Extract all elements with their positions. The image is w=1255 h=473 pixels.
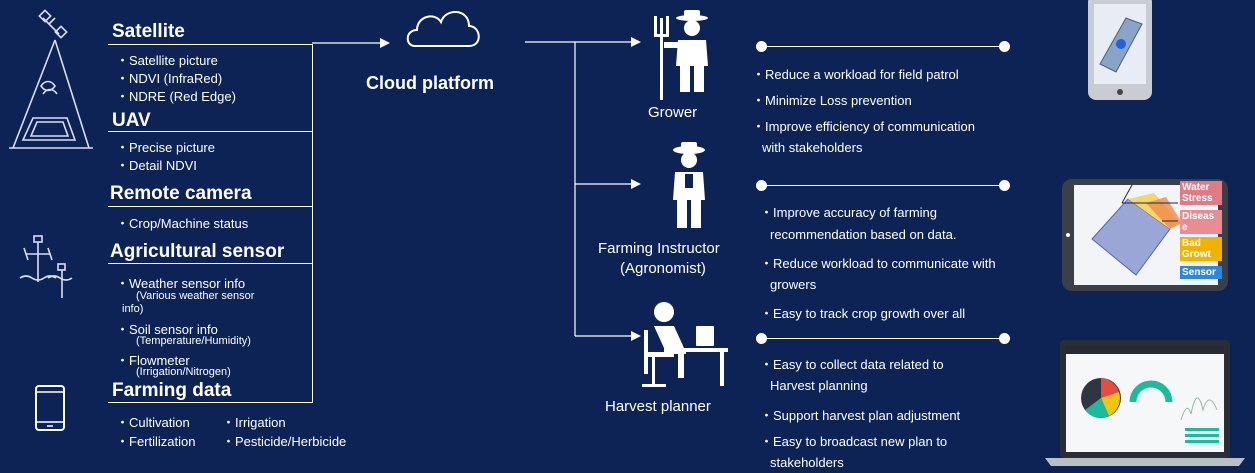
instructor-dot-start — [756, 180, 767, 191]
remote-camera-underline — [108, 206, 313, 207]
grower-bullet: ・Reduce a workload for field patrol — [752, 67, 959, 82]
sensor-badge: Sensor — [1180, 266, 1222, 279]
grower-divider — [762, 46, 1005, 47]
agri-sensor-heading: Agricultural sensor — [110, 241, 285, 262]
farming-data-heading: Farming data — [112, 380, 232, 401]
farming-data-item: ・Irrigation — [222, 415, 286, 430]
planner-divider — [762, 338, 1005, 339]
uav-heading: UAV — [112, 110, 151, 131]
disease-badge: Diseas e — [1180, 210, 1222, 234]
collector-line — [312, 44, 313, 403]
uav-item: ・Precise picture — [116, 140, 215, 155]
cloud-platform-label: Cloud platform — [366, 73, 494, 93]
uav-underline — [108, 131, 313, 132]
water-stress-badge: Water Stress — [1180, 181, 1222, 205]
grower-bullet: ・Minimize Loss prevention — [752, 93, 912, 108]
planner-bullet: Harvest planning — [770, 378, 868, 393]
satellite-item: ・Satellite picture — [116, 53, 218, 68]
instructor-divider — [762, 185, 1005, 186]
planner-bullet: ・Easy to broadcast new plan to — [760, 434, 948, 449]
instructor-bullet: growers — [770, 277, 817, 292]
instructor-sublabel: (Agronomist) — [620, 260, 706, 277]
farming-data-underline — [108, 402, 313, 403]
planner-label: Harvest planner — [605, 398, 711, 415]
planner-dot-end — [999, 333, 1010, 344]
farming-data-item: ・Pesticide/Herbicide — [222, 434, 347, 449]
remote-camera-item: ・Crop/Machine status — [116, 216, 249, 231]
agri-sensor-item: ・Weather sensor info — [116, 276, 246, 291]
satellite-item: ・NDVI (InfraRed) — [116, 71, 223, 86]
grower-dot-end — [999, 41, 1010, 52]
remote-camera-heading: Remote camera — [110, 183, 252, 204]
instructor-dot-end — [999, 180, 1010, 191]
grower-bullet: ・Improve efficiency of communication — [752, 119, 976, 134]
farming-data-item: ・Fertilization — [116, 434, 196, 449]
agri-sensor-subitem: (Various weather sensor — [136, 290, 255, 302]
planner-dot-start — [756, 333, 767, 344]
agri-sensor-subitem: (Temperature/Humidity) — [136, 335, 251, 347]
grower-dot-start — [756, 41, 767, 52]
grower-bullet: with stakeholders — [762, 140, 863, 155]
agri-sensor-subitem: (Irrigation/Nitrogen) — [136, 366, 231, 378]
instructor-bullet: recommendation based on data. — [770, 227, 957, 242]
instructor-label: Farming Instructor — [598, 240, 720, 257]
agri-sensor-item: ・Soil sensor info — [116, 322, 218, 337]
agri-sensor-subitem: info) — [122, 303, 144, 315]
agri-sensor-item: ・Flowmeter — [116, 353, 190, 368]
satellite-item: ・NDRE (Red Edge) — [116, 89, 236, 104]
satellite-underline — [108, 44, 313, 45]
bad-growth-badge: Bad Growt — [1180, 237, 1222, 261]
planner-bullet: ・Easy to collect data related to — [760, 357, 944, 372]
uav-item: ・Detail NDVI — [116, 158, 197, 173]
instructor-bullet: ・Reduce workload to communicate with — [760, 256, 996, 271]
instructor-bullet: ・Improve accuracy of farming — [760, 205, 938, 220]
planner-bullet: ・Support harvest plan adjustment — [760, 408, 961, 423]
satellite-heading: Satellite — [112, 21, 185, 42]
grower-label: Grower — [648, 104, 698, 121]
farming-data-item: ・Cultivation — [116, 415, 190, 430]
planner-bullet: stakeholders — [770, 455, 844, 470]
instructor-bullet: ・Easy to track crop growth over all — [760, 306, 966, 321]
agri-sensor-underline — [108, 263, 313, 264]
